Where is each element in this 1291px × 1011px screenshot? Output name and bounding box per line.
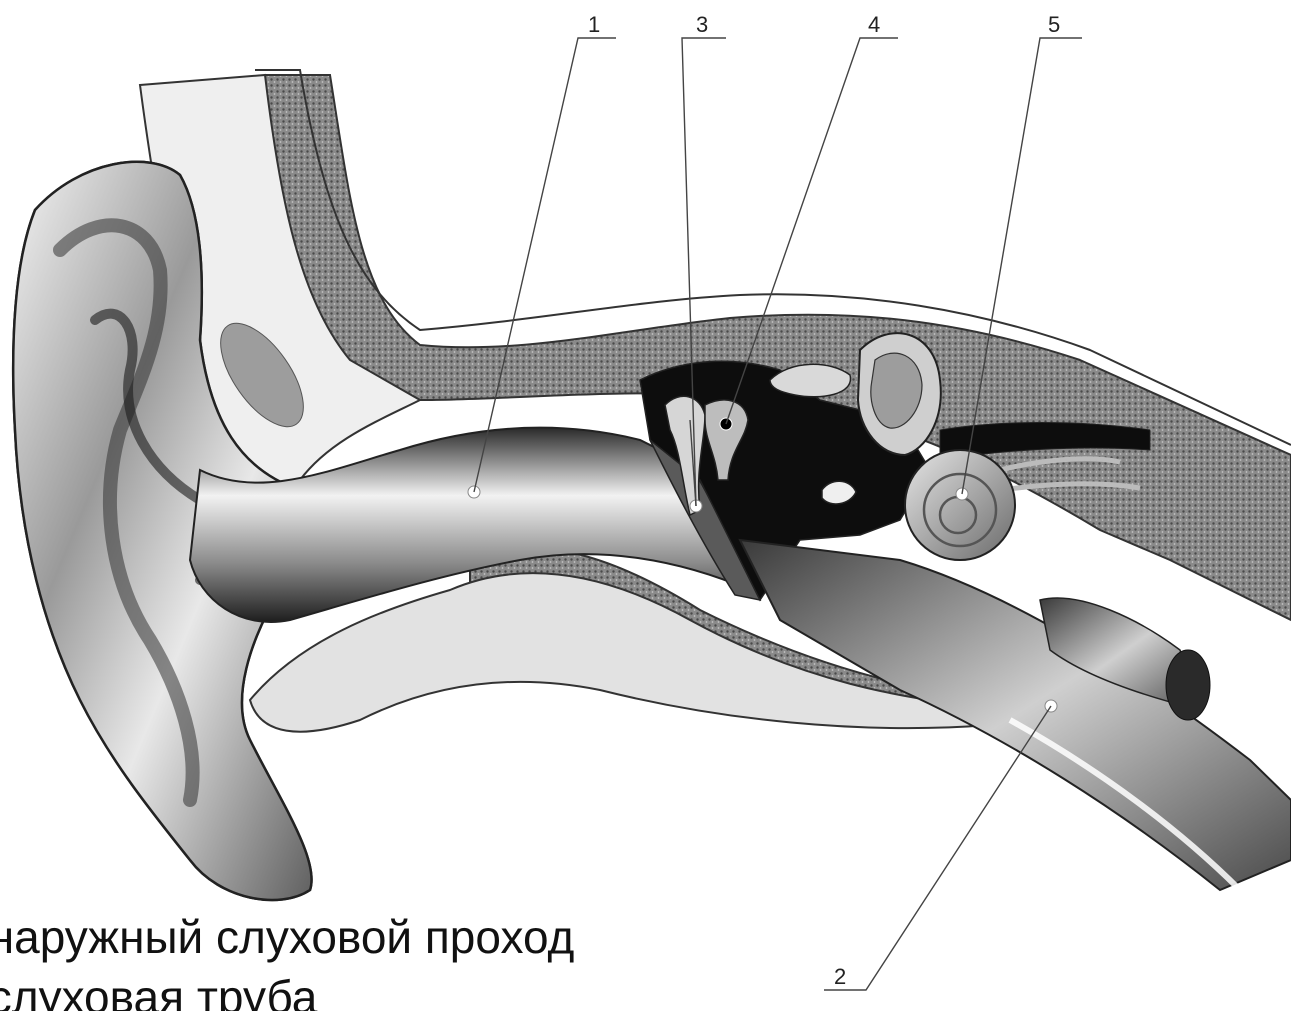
- callout-number-1: 1: [588, 12, 600, 37]
- leader-line-1: [474, 38, 616, 492]
- callout-number-3: 3: [696, 12, 708, 37]
- callout-number-2: 2: [834, 964, 846, 989]
- cochlea: [905, 450, 1015, 560]
- callout-number-5: 5: [1048, 12, 1060, 37]
- tube-cylinder-end: [1166, 650, 1210, 720]
- callout-number-4: 4: [868, 12, 880, 37]
